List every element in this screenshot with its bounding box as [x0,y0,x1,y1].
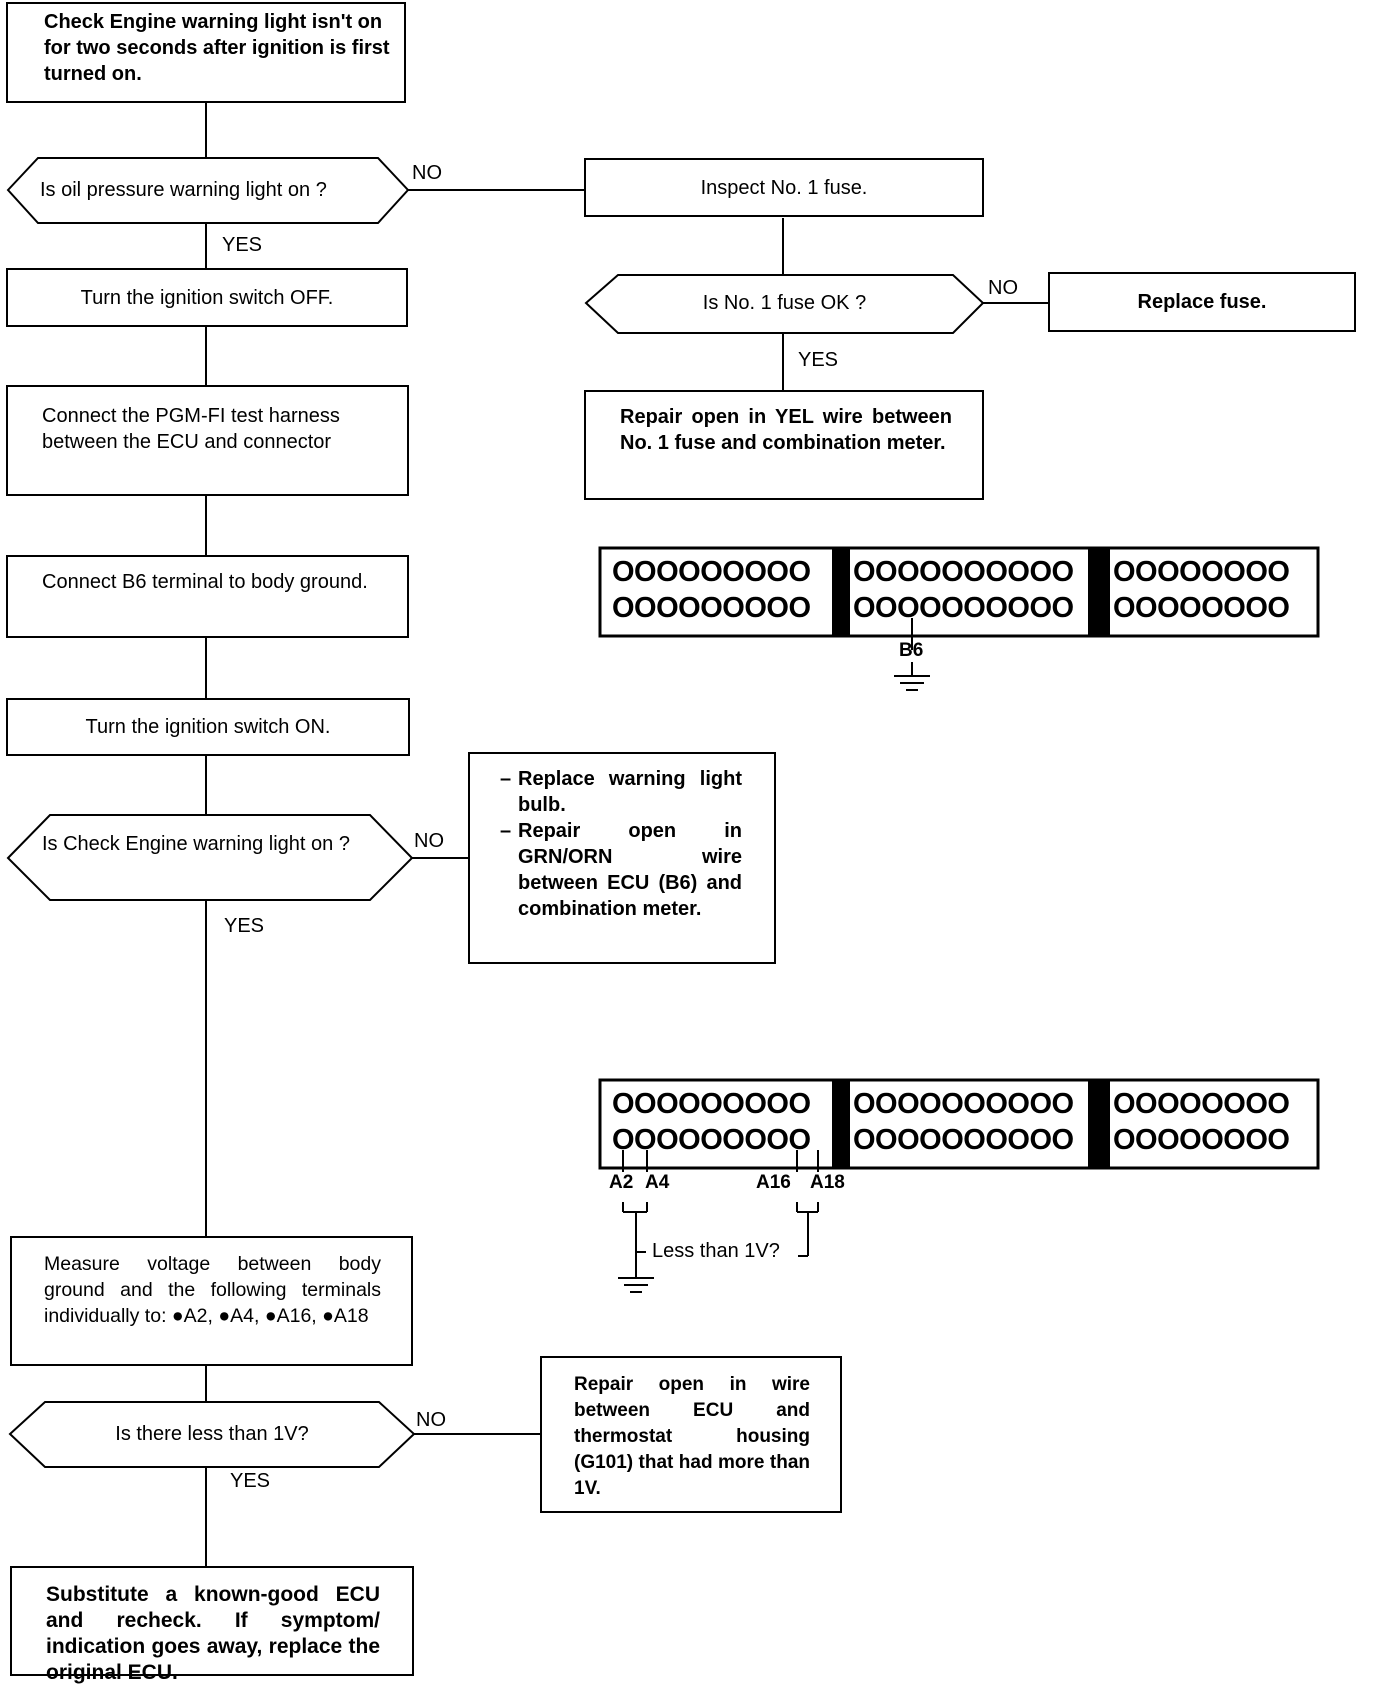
repair-yel-wire-box: Repair open in YEL wire between No. 1 fu… [584,390,984,500]
ignition-on-box: Turn the ignition switch ON. [6,698,410,756]
ecu-connector-1 [598,546,1320,691]
no-label: NO [412,162,442,184]
start-box: Check Engine warning light isn't on for … [6,2,406,103]
repair-list-item: Repair open in GRN/ORN wire between ECU … [500,818,742,922]
inspect-fuse-box: Inspect No. 1 fuse. [584,158,984,217]
replace-fuse-box: Replace fuse. [1048,272,1356,332]
yes-label: YES [230,1470,271,1492]
no-label: NO [416,1409,446,1431]
terminal-label-a16: A16 [756,1172,791,1193]
pin-row: OOOOOOOO [1113,1124,1290,1156]
no-label: NO [414,830,444,852]
pin-row: OOOOOOOOOO [853,592,1074,624]
pin-row: OOOOOOOOOO [853,1124,1074,1156]
measure-voltage-box: Measure voltage between body ground and … [10,1236,413,1366]
check-engine-question: Is Check Engine warning light on ? [42,833,350,855]
decision-check-engine-light [6,814,414,901]
pin-row: OOOOOOOOO [612,1088,811,1120]
connect-b6-box: Connect B6 terminal to body ground. [6,555,409,638]
terminal-label-b6: B6 [899,640,924,661]
connect-harness-box: Connect the PGM-FI test harness between … [6,385,409,496]
decision-fuse-ok [584,274,985,334]
terminal-label-a2: A2 [609,1172,634,1193]
ground-icon [618,1277,654,1293]
yes-label: YES [224,915,265,937]
less-than-1v-question: Is there less than 1V? [115,1423,309,1445]
ecu-connector-2 [598,1078,1320,1293]
repair-list-box: Replace warning light bulb. Repair open … [468,752,776,964]
pin-row: OOOOOOOOOO [853,1088,1074,1120]
repair-wire-box: Repair open in wire between ECU and ther… [540,1356,842,1513]
yes-label: YES [798,349,839,371]
decision-less-than-1v [8,1401,416,1468]
ground-icon [894,662,930,691]
pin-row: OOOOOOOO [1113,556,1290,588]
terminal-label-a18: A18 [810,1172,845,1193]
oil-pressure-question: Is oil pressure warning light on ? [40,179,327,201]
fuse-ok-question: Is No. 1 fuse OK ? [702,292,867,314]
no-label: NO [988,277,1018,299]
pin-row: OOOOOOOOOO [853,556,1074,588]
pin-row: OOOOOOOO [1113,1088,1290,1120]
terminal-label-a4: A4 [645,1172,670,1193]
decision-oil-pressure [6,157,410,224]
pin-row: OOOOOOOOO [612,556,811,588]
pin-row: OOOOOOOO [1113,592,1290,624]
voltage-note: Less than 1V? [652,1240,780,1262]
yes-label: YES [222,234,263,256]
repair-list-item: Replace warning light bulb. [500,766,742,818]
substitute-ecu-box: Substitute a known-good ECU and recheck.… [10,1566,414,1684]
pin-row: OOOOOOOOO [612,592,811,624]
pin-row: OOOOOOOOO [612,1124,811,1156]
ignition-off-box: Turn the ignition switch OFF. [6,268,408,327]
